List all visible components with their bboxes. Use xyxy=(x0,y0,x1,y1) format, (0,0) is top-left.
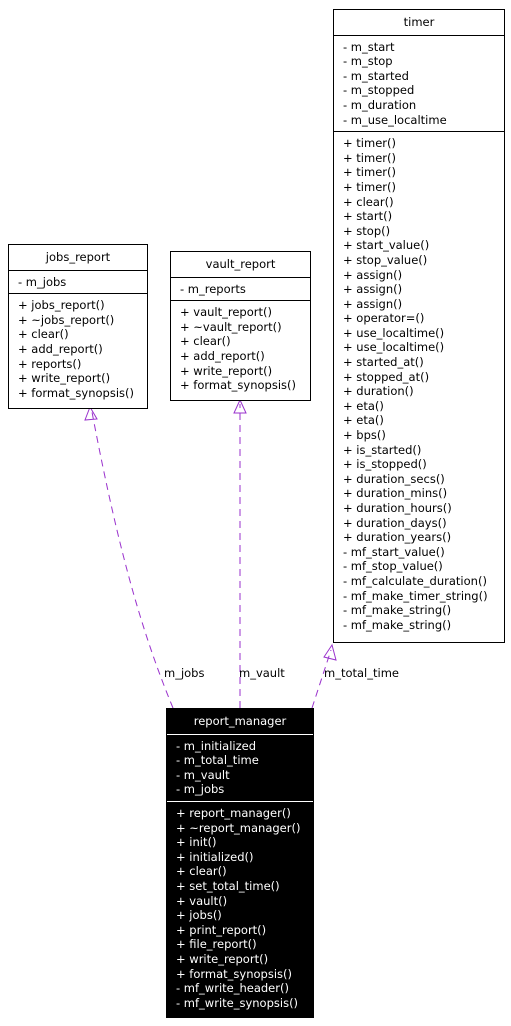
edge-m-total-time xyxy=(311,649,332,709)
arrowhead-timer xyxy=(323,643,337,661)
class-name: timer xyxy=(334,10,504,36)
method: + assign() xyxy=(343,282,403,297)
method: + timer() xyxy=(343,150,396,165)
attribute: - m_initialized xyxy=(176,738,256,753)
method: - mf_calculate_duration() xyxy=(343,573,487,588)
method: + add_report() xyxy=(180,348,265,363)
method: + stop_value() xyxy=(343,252,428,267)
method: + duration_hours() xyxy=(343,501,452,515)
attribute: - m_vault xyxy=(176,767,230,782)
attribute: - m_jobs xyxy=(18,274,67,289)
method: + started_at() xyxy=(343,355,424,370)
method: - mf_make_timer_string() xyxy=(343,588,488,603)
method: + duration_days() xyxy=(343,515,447,530)
method-list: + timer() + timer() + timer() + timer() … xyxy=(334,131,504,636)
attribute-list: - m_jobs xyxy=(9,271,147,294)
method: + timer() xyxy=(343,136,396,151)
method: + set_total_time() xyxy=(176,878,280,893)
class-timer[interactable]: timer - m_start - m_stop - m_started - m… xyxy=(333,9,505,643)
method: + is_started() xyxy=(343,442,422,457)
class-name: report_manager xyxy=(167,709,313,735)
attribute-list: - m_start - m_stop - m_started - m_stopp… xyxy=(334,36,504,132)
method: - mf_write_synopsis() xyxy=(176,995,299,1010)
method: + write_report() xyxy=(176,951,269,966)
method: + vault() xyxy=(176,893,228,908)
method: + timer() xyxy=(343,179,396,194)
method: - mf_start_value() xyxy=(343,544,445,559)
attribute: - m_stop xyxy=(343,54,393,69)
attribute: - m_start xyxy=(343,39,395,54)
attribute: - m_use_localtime xyxy=(343,112,447,127)
method: + format_synopsis() xyxy=(18,385,134,400)
method: - mf_make_string() xyxy=(343,603,452,618)
method: - mf_stop_value() xyxy=(343,559,443,574)
method: + duration_mins() xyxy=(343,486,448,501)
method: + jobs() xyxy=(176,908,222,923)
method: - mf_write_header() xyxy=(176,981,289,996)
edge-m-jobs xyxy=(91,411,174,709)
method: + operator=() xyxy=(343,311,425,326)
method: + ~jobs_report() xyxy=(18,312,115,327)
edge-label-m-total-time: m_total_time xyxy=(324,666,399,680)
method: + duration_years() xyxy=(343,530,452,545)
method: + use_localtime() xyxy=(343,325,445,340)
class-name: vault_report xyxy=(171,252,310,278)
method: + file_report() xyxy=(176,937,257,952)
method: + start_value() xyxy=(343,238,430,253)
arrowhead-jobs-report xyxy=(84,405,98,421)
method: + write_report() xyxy=(18,371,111,386)
attribute: - m_jobs xyxy=(176,782,225,797)
method-list: + jobs_report() + ~jobs_report() + clear… xyxy=(9,293,147,404)
attribute: - m_started xyxy=(343,68,409,83)
method: + clear() xyxy=(343,194,394,209)
method: + bps() xyxy=(343,428,386,443)
method-list: + vault_report() + ~vault_report() + cle… xyxy=(171,300,310,397)
method: + vault_report() xyxy=(180,305,272,320)
method: + is_stopped() xyxy=(343,457,427,472)
attribute-list: - m_reports xyxy=(171,278,310,301)
attribute: - m_total_time xyxy=(176,753,259,768)
class-jobs-report[interactable]: jobs_report - m_jobs + jobs_report() + ~… xyxy=(8,244,148,409)
method: + assign() xyxy=(343,267,403,282)
method: + init() xyxy=(176,835,217,850)
method: + format_synopsis() xyxy=(176,966,292,981)
edge-label-m-vault: m_vault xyxy=(239,666,285,680)
attribute-list: - m_initialized - m_total_time - m_vault… xyxy=(167,735,313,801)
method: + reports() xyxy=(18,356,82,371)
method: + report_manager() xyxy=(176,805,291,820)
method: + eta() xyxy=(343,413,384,428)
class-name: jobs_report xyxy=(9,245,147,271)
method: + clear() xyxy=(176,864,227,879)
attribute: - m_reports xyxy=(180,281,246,296)
method: + stopped_at() xyxy=(343,369,430,384)
method: + clear() xyxy=(180,334,231,349)
arrowhead-vault-report xyxy=(233,398,247,414)
class-report-manager[interactable]: report_manager - m_initialized - m_total… xyxy=(166,708,314,1018)
method: + duration() xyxy=(343,384,414,399)
method: + print_report() xyxy=(176,922,267,937)
method: + eta() xyxy=(343,398,384,413)
method: + format_synopsis() xyxy=(180,378,296,393)
method: + ~vault_report() xyxy=(180,319,282,334)
method-list: + report_manager() + ~report_manager() +… xyxy=(167,800,313,1014)
method: + initialized() xyxy=(176,849,254,864)
class-vault-report[interactable]: vault_report - m_reports + vault_report(… xyxy=(170,251,311,401)
method: + duration_secs() xyxy=(343,471,445,486)
method: + jobs_report() xyxy=(18,298,105,313)
method: + use_localtime() xyxy=(343,340,445,355)
method: + ~report_manager() xyxy=(176,820,301,835)
attribute: - m_duration xyxy=(343,97,417,112)
method: + write_report() xyxy=(180,363,273,378)
edge-label-m-jobs: m_jobs xyxy=(164,666,205,680)
method: + start() xyxy=(343,209,393,224)
method: + assign() xyxy=(343,296,403,311)
attribute: - m_stopped xyxy=(343,83,415,98)
method: + add_report() xyxy=(18,341,103,356)
method: + stop() xyxy=(343,223,391,238)
method: + clear() xyxy=(18,327,69,342)
method: + timer() xyxy=(343,165,396,180)
method: - mf_make_string() xyxy=(343,617,452,632)
